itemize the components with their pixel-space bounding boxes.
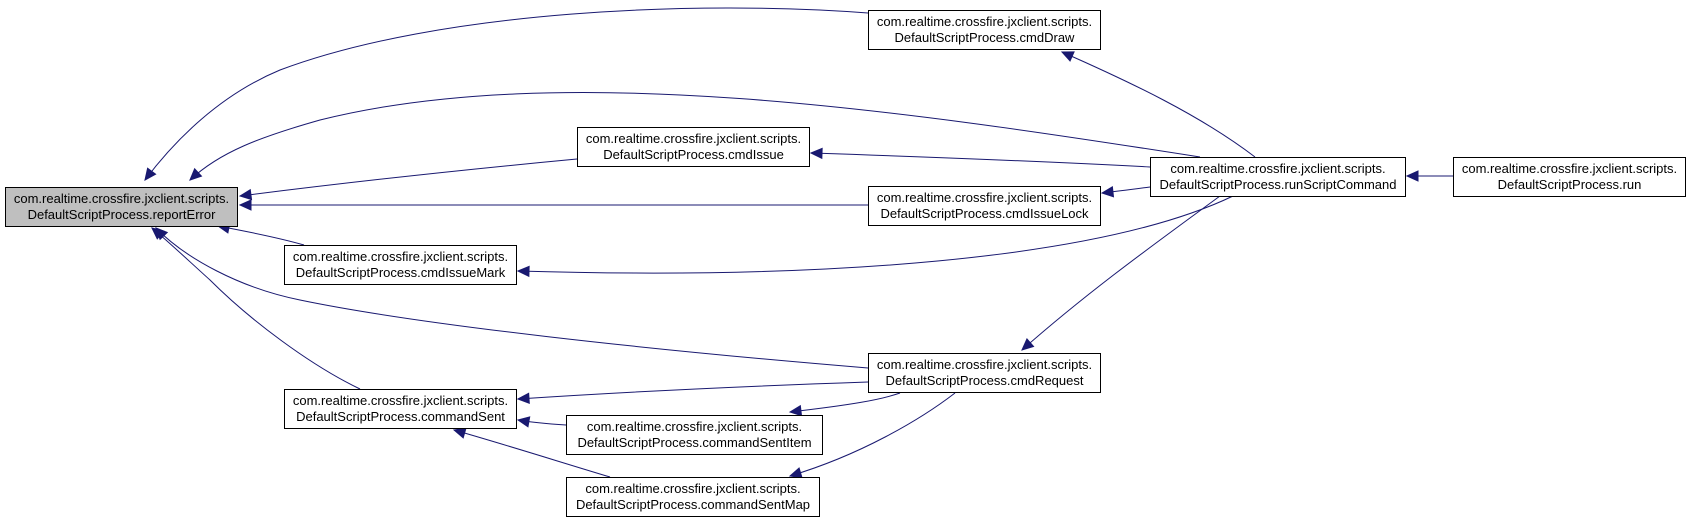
node-label-package: com.realtime.crossfire.jxclient.scripts. xyxy=(1462,161,1677,176)
node-label-method: DefaultScriptProcess.runScriptCommand xyxy=(1160,177,1397,192)
node-runScriptCommand[interactable]: com.realtime.crossfire.jxclient.scripts.… xyxy=(1150,157,1406,197)
node-cmdIssueLock[interactable]: com.realtime.crossfire.jxclient.scripts.… xyxy=(868,186,1101,226)
edge-runScriptCommand-to-cmdIssueLock xyxy=(1100,185,1151,198)
nodes-layer: com.realtime.crossfire.jxclient.scripts.… xyxy=(5,10,1686,517)
node-label-method: DefaultScriptProcess.cmdIssueMark xyxy=(296,265,506,280)
edge-runScriptCommand-to-reportError xyxy=(189,91,1201,181)
edge-runScriptCommand-to-cmdRequest xyxy=(1021,195,1221,351)
node-commandSentMap[interactable]: com.realtime.crossfire.jxclient.scripts.… xyxy=(566,477,820,517)
edge-cmdRequest-to-commandSentItem xyxy=(788,392,901,417)
node-label-package: com.realtime.crossfire.jxclient.scripts. xyxy=(293,393,508,408)
edge-commandSent-to-reportError xyxy=(151,227,361,390)
node-label-method: DefaultScriptProcess.cmdIssueLock xyxy=(880,206,1089,221)
edge-runScriptCommand-to-cmdIssueMark xyxy=(516,195,1234,278)
node-label-method: DefaultScriptProcess.cmdIssue xyxy=(603,147,784,162)
node-cmdDraw[interactable]: com.realtime.crossfire.jxclient.scripts.… xyxy=(868,10,1101,50)
node-label-method: DefaultScriptProcess.reportError xyxy=(28,207,217,222)
edge-cmdRequest-to-commandSentMap xyxy=(788,392,956,479)
edge-run-to-runScriptCommand xyxy=(1405,170,1453,182)
node-label-package: com.realtime.crossfire.jxclient.scripts. xyxy=(293,249,508,264)
edges-layer xyxy=(144,7,1453,479)
node-cmdIssue[interactable]: com.realtime.crossfire.jxclient.scripts.… xyxy=(577,127,810,167)
node-label-package: com.realtime.crossfire.jxclient.scripts. xyxy=(877,190,1092,205)
edge-cmdRequest-to-commandSent xyxy=(516,381,869,405)
node-label-package: com.realtime.crossfire.jxclient.scripts. xyxy=(877,14,1092,29)
node-label-method: DefaultScriptProcess.cmdDraw xyxy=(895,30,1075,45)
edge-runScriptCommand-to-cmdIssue xyxy=(809,147,1151,168)
edge-commandSentItem-to-commandSent xyxy=(516,416,567,428)
node-label-method: DefaultScriptProcess.commandSent xyxy=(296,409,505,424)
node-run[interactable]: com.realtime.crossfire.jxclient.scripts.… xyxy=(1453,157,1686,197)
node-label-package: com.realtime.crossfire.jxclient.scripts. xyxy=(587,419,802,434)
node-label-package: com.realtime.crossfire.jxclient.scripts. xyxy=(14,191,229,206)
node-commandSentItem[interactable]: com.realtime.crossfire.jxclient.scripts.… xyxy=(566,415,823,455)
edge-cmdIssue-to-reportError xyxy=(238,158,578,201)
node-cmdIssueMark[interactable]: com.realtime.crossfire.jxclient.scripts.… xyxy=(284,245,517,285)
node-label-package: com.realtime.crossfire.jxclient.scripts. xyxy=(877,357,1092,372)
edge-cmdIssueLock-to-reportError xyxy=(238,199,868,211)
node-label-method: DefaultScriptProcess.commandSentMap xyxy=(576,497,810,512)
node-commandSent[interactable]: com.realtime.crossfire.jxclient.scripts.… xyxy=(284,389,517,429)
edge-cmdDraw-to-reportError xyxy=(144,7,869,181)
node-label-package: com.realtime.crossfire.jxclient.scripts. xyxy=(585,481,800,496)
node-label-method: DefaultScriptProcess.cmdRequest xyxy=(886,373,1084,388)
node-reportError: com.realtime.crossfire.jxclient.scripts.… xyxy=(5,187,238,227)
node-cmdRequest[interactable]: com.realtime.crossfire.jxclient.scripts.… xyxy=(868,353,1101,393)
node-label-package: com.realtime.crossfire.jxclient.scripts. xyxy=(586,131,801,146)
node-label-package: com.realtime.crossfire.jxclient.scripts. xyxy=(1170,161,1385,176)
node-label-method: DefaultScriptProcess.run xyxy=(1498,177,1642,192)
node-label-method: DefaultScriptProcess.commandSentItem xyxy=(577,435,811,450)
edge-commandSentMap-to-commandSent xyxy=(452,427,611,478)
edge-runScriptCommand-to-cmdDraw xyxy=(1060,51,1256,158)
